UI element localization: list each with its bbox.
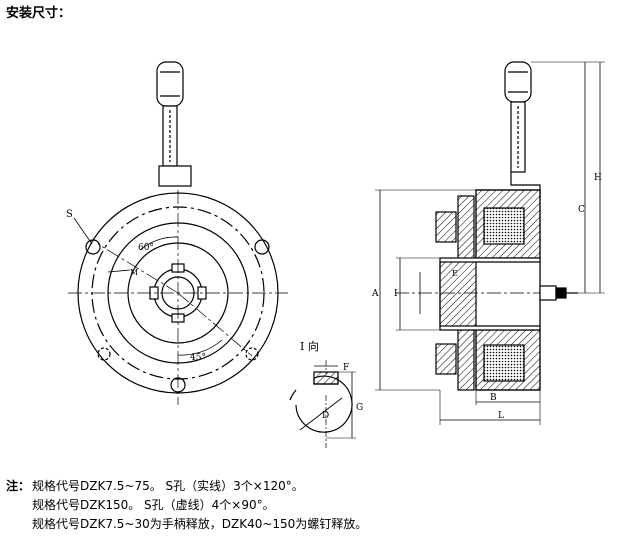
- note-line: 注：规格代号DZK7.5~75。 S孔（实线）3个×120°。: [6, 477, 367, 496]
- s-hole-dashed-left: [97, 347, 111, 361]
- dim-c-label: C: [578, 205, 585, 215]
- note-text: 规格代号DZK7.5~30为手柄释放，DZK40~150为螺钉释放。: [32, 517, 368, 531]
- note-line: 规格代号DZK150。 S孔（虚线）4个×90°。: [6, 496, 367, 515]
- side-handle: [504, 61, 541, 198]
- s-hole-upper-left: [85, 239, 101, 255]
- side-section-view: [375, 61, 605, 425]
- angle-45-label: 45°: [190, 353, 206, 363]
- installation-drawing: S M 60° 45°: [66, 61, 605, 448]
- s-hole-upper-right: [254, 239, 270, 255]
- view-i-label: I 向: [300, 339, 319, 353]
- s-hole-dashed-right: [245, 347, 259, 361]
- dim-h-label: H: [594, 173, 602, 183]
- front-view: [68, 61, 288, 405]
- m-label: M: [130, 268, 138, 277]
- notes-block: 注：规格代号DZK7.5~75。 S孔（实线）3个×120°。 规格代号DZK1…: [6, 477, 367, 534]
- note-line: 规格代号DZK7.5~30为手柄释放，DZK40~150为螺钉释放。: [6, 515, 367, 534]
- release-handle: [156, 61, 192, 187]
- dim-d-label: D: [322, 411, 329, 421]
- dim-a-label: A: [371, 289, 379, 299]
- page-title: 安装尺寸：: [6, 6, 72, 21]
- s-hole-label: S: [66, 209, 73, 220]
- dim-i-label: I: [394, 289, 398, 299]
- dim-l-label: L: [498, 411, 504, 421]
- bore-detail-view: [289, 360, 356, 448]
- note-text: 规格代号DZK7.5~75。 S孔（实线）3个×120°。: [32, 479, 304, 493]
- dim-e-label: E: [452, 269, 458, 278]
- dim-f-label: F: [343, 363, 349, 373]
- dim-b-label: B: [490, 393, 497, 403]
- angle-60-label: 60°: [138, 243, 154, 253]
- notes-label: 注：: [6, 479, 31, 493]
- note-text: 规格代号DZK150。 S孔（虚线）4个×90°。: [32, 498, 275, 512]
- dim-g-label: G: [356, 403, 363, 413]
